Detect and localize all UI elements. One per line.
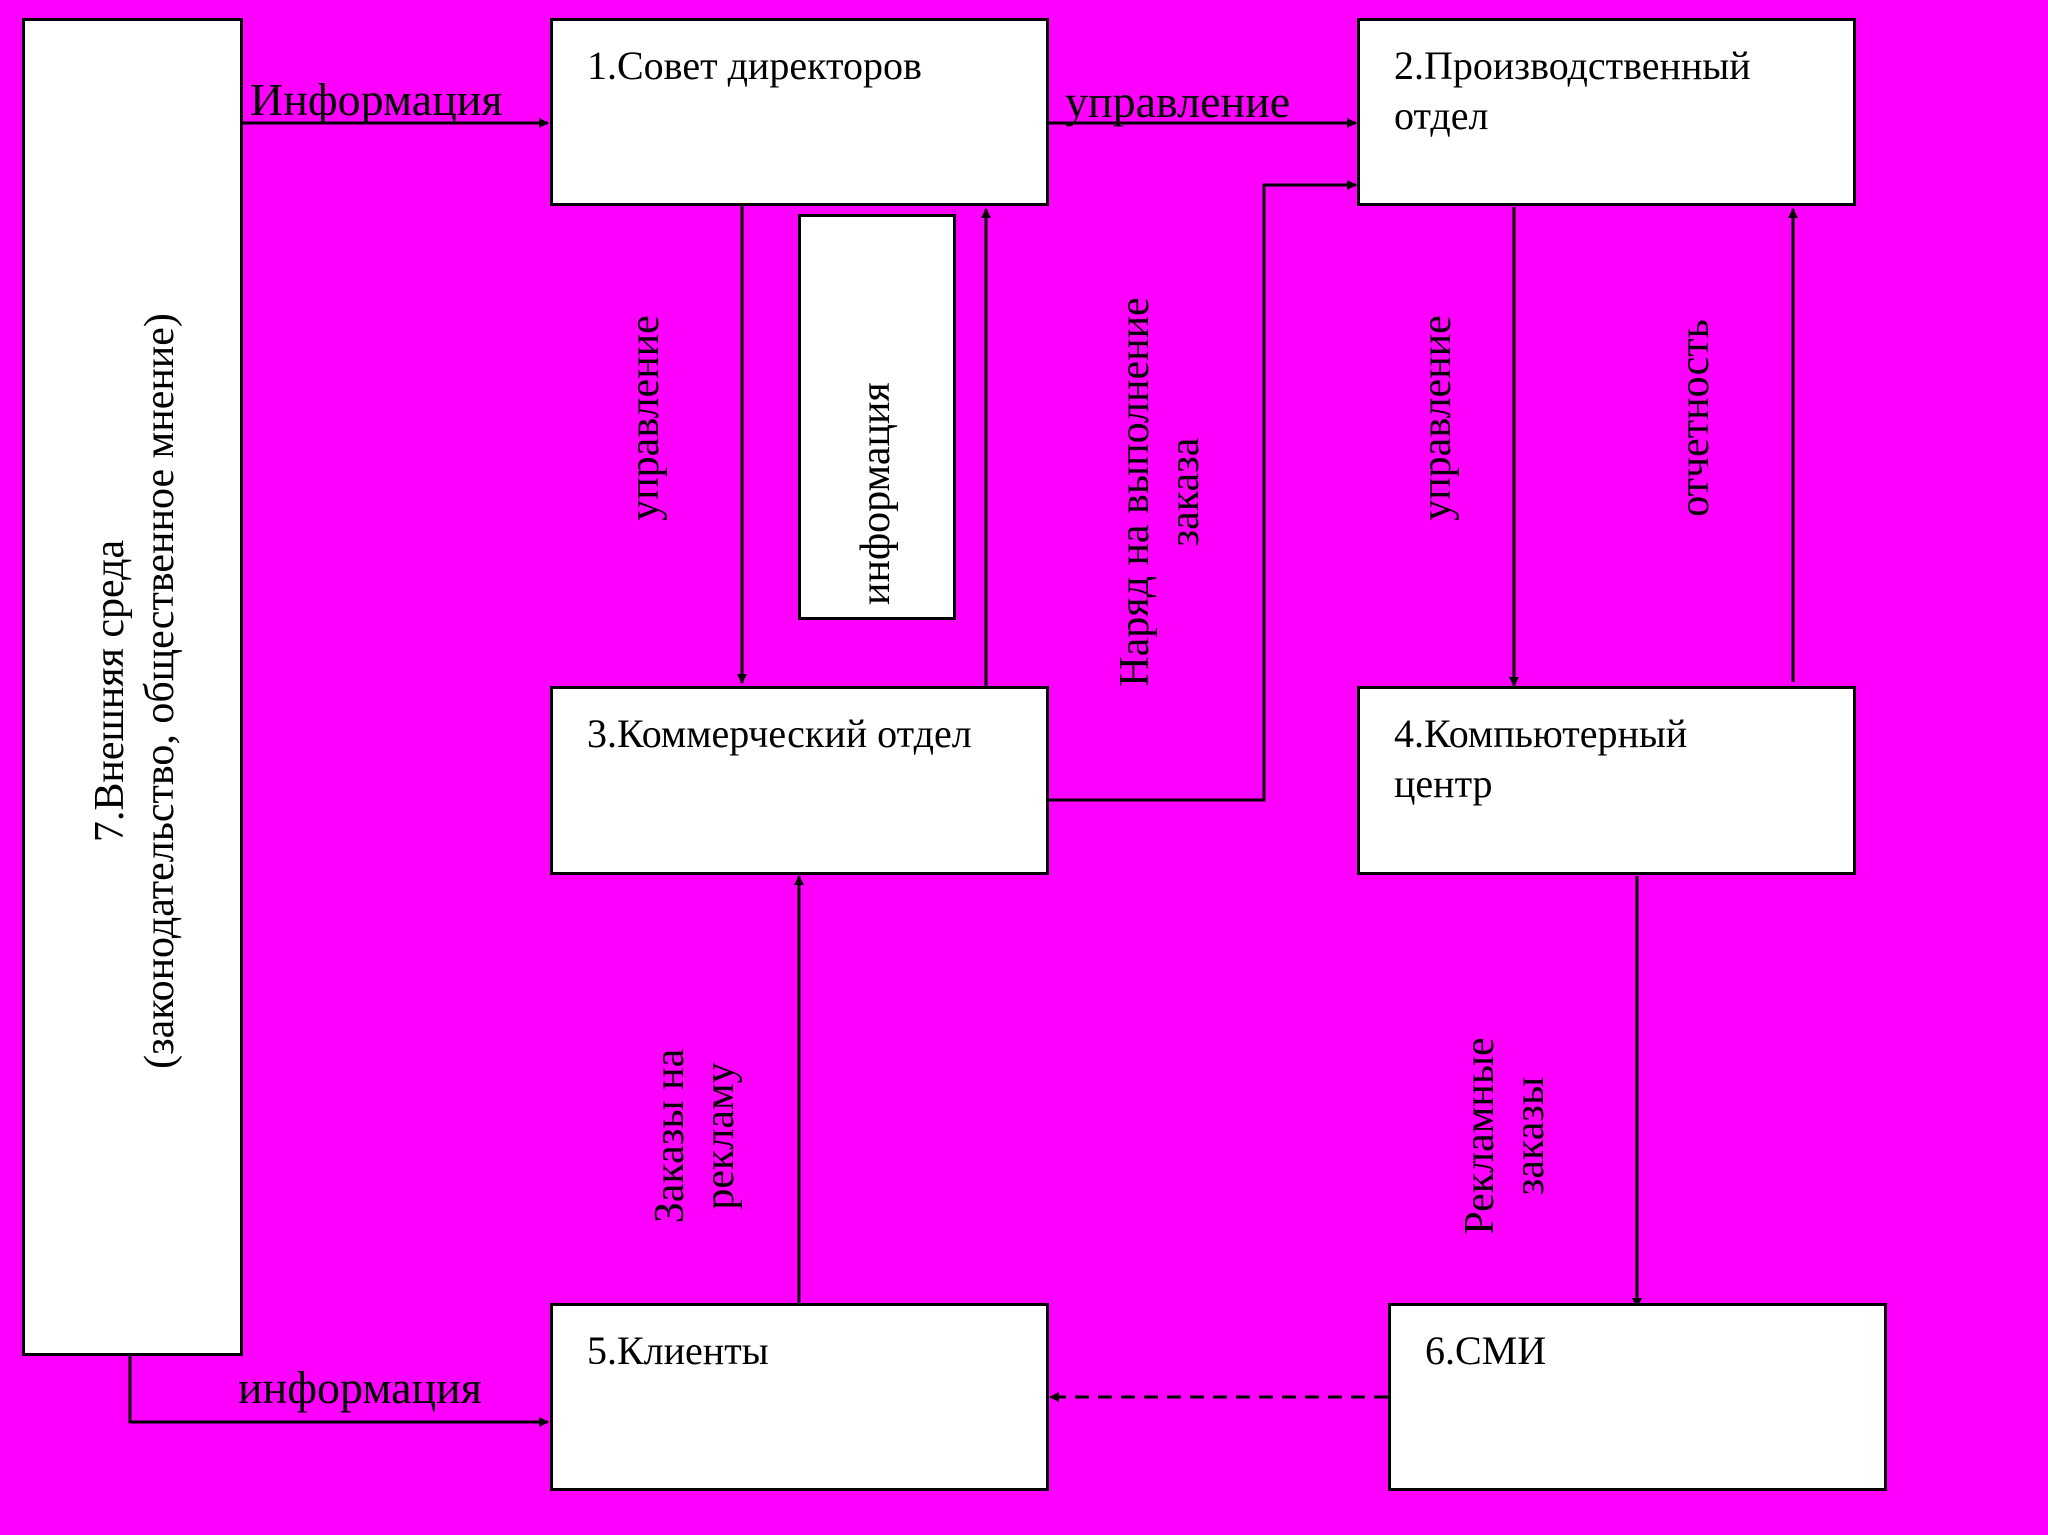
node-computer-center-label: 4.Компьютерный центр (1394, 711, 1688, 806)
edge-label-computer-to-media: Рекламные заказы (1457, 1037, 1553, 1235)
edge-env-to-clients (128, 1355, 549, 1427)
node-clients-label: 5.Клиенты (587, 1328, 769, 1373)
edge-label-board-to-production: управление (1065, 76, 1291, 127)
edge-label-computer-to-production: отчетность (1672, 319, 1718, 517)
node-board-label: 1.Совет директоров (587, 43, 922, 88)
edge-label-commercial-to-production: Наряд на выполнение заказа (1112, 297, 1208, 687)
edge-label-env-to-board: Информация (250, 74, 503, 125)
edge-label-commercial-to-board: информация (853, 382, 899, 605)
node-environment-label: 7.Внешняя среда (законодательство, общес… (87, 313, 183, 1069)
edge-label-clients-to-commercial: Заказы на рекламу (647, 1048, 743, 1224)
node-board: 1.Совет директоров (550, 18, 1049, 206)
edge-label-production-to-computer: управление (1414, 315, 1460, 521)
node-commercial: 3.Коммерческий отдел (550, 686, 1049, 875)
node-media: 6.СМИ (1388, 1303, 1887, 1491)
edge-label-board-to-commercial: управление (622, 315, 668, 521)
node-media-label: 6.СМИ (1425, 1328, 1547, 1373)
node-clients: 5.Клиенты (550, 1303, 1049, 1491)
edge-label-env-to-clients: информация (238, 1362, 482, 1413)
node-production: 2.Производственный отдел (1357, 18, 1856, 206)
node-environment: 7.Внешняя среда (законодательство, общес… (22, 18, 243, 1356)
edge-commercial-to-production (1048, 180, 1357, 802)
edge-label-box-commercial-to-board: информация (798, 214, 956, 620)
node-production-label: 2.Производственный отдел (1394, 43, 1751, 138)
node-computer-center: 4.Компьютерный центр (1357, 686, 1856, 875)
node-commercial-label: 3.Коммерческий отдел (587, 711, 972, 756)
